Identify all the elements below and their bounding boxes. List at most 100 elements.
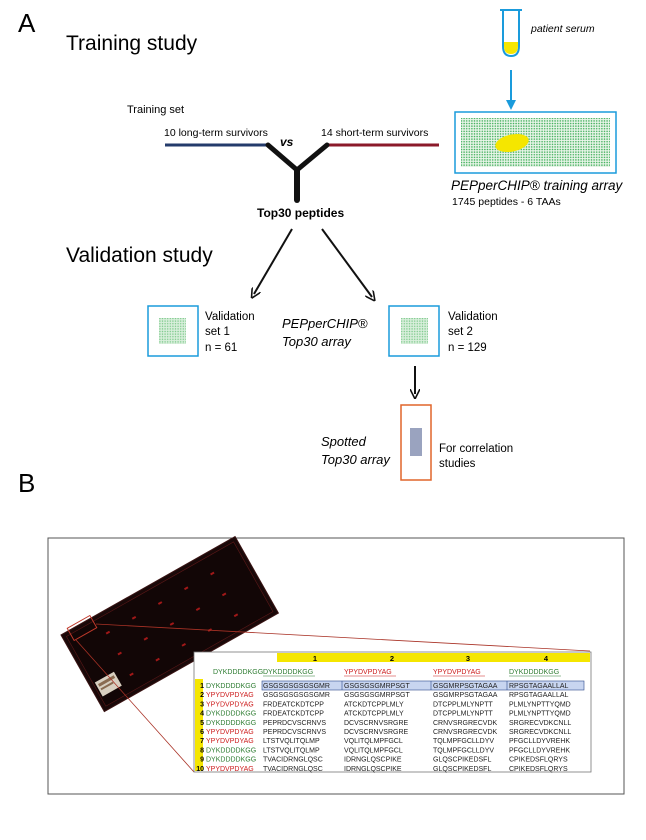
training-set-label: Training set <box>127 104 184 116</box>
panel-a-label: A <box>18 8 36 38</box>
table-row-tag: DYKDDDDKGG <box>206 747 256 754</box>
correlation-line1: For correlation <box>439 443 513 455</box>
table-cell: FRDEATCKDTCPP <box>263 701 324 708</box>
table-row-tag: YPYDVPDYAG <box>206 766 254 773</box>
table-row-tag: YPYDVPDYAG <box>206 701 254 708</box>
table-cell: SRGRECVDKCNLL <box>509 720 571 727</box>
table-cell: GSGSGSGMRPSGT <box>344 683 410 690</box>
validation-2-line1: Validation <box>448 311 498 323</box>
training-array-subtitle: 1745 peptides - 6 TAAs <box>452 196 561 208</box>
table-cell: PEPRDCVSCRNVS <box>263 729 326 736</box>
table-cell: PLMLYNPTTYQMD <box>509 701 571 708</box>
long-term-survivors: 10 long-term survivors <box>164 127 268 139</box>
vs-label: vs <box>280 135 294 149</box>
table-row-number: 7 <box>200 738 204 745</box>
table-cell: LTSTVQLITQLMP <box>263 747 320 754</box>
table-cell: TVACIDRNGLQSC <box>263 757 323 764</box>
training-array <box>454 111 617 174</box>
arrow-to-validation-1 <box>254 228 293 294</box>
table-cell: CPIKEDSFLQRYS <box>509 766 568 773</box>
panel-b-label: B <box>18 468 35 498</box>
table-row-number: 9 <box>200 757 204 764</box>
table-cell: TQLMPFGCLLDYV <box>433 738 494 745</box>
table-row-number: 2 <box>200 692 204 699</box>
zoom-region <box>66 614 98 642</box>
table-row-number: 1 <box>200 683 204 690</box>
table-cell: GLQSCPIKEDSFL <box>433 757 491 764</box>
top30-array-line1: PEPperCHIP® <box>282 316 368 331</box>
table-col-header: 3 <box>466 654 470 663</box>
table-cell: IDRNGLQSCPIKE <box>344 757 402 764</box>
table-header-tag: DYKDDDDKGG <box>263 669 313 676</box>
validation-1-line3: n = 61 <box>205 342 237 354</box>
table-cell: DCVSCRNVSRGRE <box>344 729 409 736</box>
table-row-number: 6 <box>200 729 204 736</box>
patient-serum-label: patient serum <box>530 23 595 35</box>
table-row-tag: DYKDDDDKGG <box>206 720 256 727</box>
table-cell: GLQSCPIKEDSFL <box>433 766 491 773</box>
table-cell: DTCPPLMLYNPTT <box>433 701 493 708</box>
table-row-tag: DYKDDDDKGG <box>206 683 256 690</box>
validation-1-line2: set 1 <box>205 326 230 338</box>
table-cell: DTCPPLMLYNPTT <box>433 711 493 718</box>
table-col-header: 2 <box>390 654 394 663</box>
table-cell: PEPRDCVSCRNVS <box>263 720 326 727</box>
table-row-tag: DYKDDDDKGG <box>206 757 256 764</box>
top30-peptides: Top30 peptides <box>257 206 344 220</box>
table-cell: CPIKEDSFLQRYS <box>509 757 568 764</box>
table-cell: FRDEATCKDTCPP <box>263 711 324 718</box>
table-header-tag: YPYDVPDYAG <box>344 669 392 676</box>
table-row-number: 4 <box>200 711 204 718</box>
validation-array-2 <box>388 305 440 357</box>
table-cell: SRGRECVDKCNLL <box>509 729 571 736</box>
table-cell: LTSTVQLITQLMP <box>263 738 320 745</box>
training-array-title: PEPperCHIP® training array <box>451 178 624 193</box>
spotted-line2: Top30 array <box>321 452 391 467</box>
table-cell: RPSGTAGAALLAL <box>509 683 569 690</box>
spotted-line1: Spotted <box>321 434 367 449</box>
top30-array-line2: Top30 array <box>282 334 352 349</box>
table-cell: TVACIDRNGLQSC <box>263 766 323 773</box>
validation-2-line3: n = 129 <box>448 342 487 354</box>
table-row-tag: YPYDVPDYAG <box>206 729 254 736</box>
table-col-header: 4 <box>544 654 549 663</box>
table-row-number: 5 <box>200 720 204 727</box>
validation-array-1 <box>147 305 199 357</box>
short-term-survivors: 14 short-term survivors <box>321 127 428 139</box>
correlation-line2: studies <box>439 458 476 470</box>
zoom-connector-bottom <box>75 639 195 773</box>
table-cell: CRNVSRGRECVDK <box>433 729 498 736</box>
table-cell: CRNVSRGRECVDK <box>433 720 498 727</box>
table-cell: ATCKDTCPPLMLY <box>344 701 404 708</box>
test-tube-icon <box>500 9 522 58</box>
table-cell: GSGMRPSGTAGAA <box>433 692 498 699</box>
microarray-slide-image <box>60 535 280 713</box>
zoom-connector-top <box>95 623 591 652</box>
table-cell: PFGCLLDYVREHK <box>509 738 570 745</box>
table-cell: GSGSGSGSGSGMR <box>263 683 330 690</box>
validation-2-line2: set 2 <box>448 326 473 338</box>
table-cell: GSGSGSGMRPSGT <box>344 692 410 699</box>
table-row-tag: YPYDVPDYAG <box>206 738 254 745</box>
table-cell: GSGMRPSGTAGAA <box>433 683 498 690</box>
table-row-number: 3 <box>200 701 204 708</box>
table-cell: PFGCLLDYVREHK <box>509 747 570 754</box>
table-row-number: 10 <box>196 766 204 773</box>
table-cell: DCVSCRNVSRGRE <box>344 720 409 727</box>
training-study-title: Training study <box>66 32 198 55</box>
merge-y-shape <box>265 142 330 203</box>
table-cell: GSGSGSGSGSGMR <box>263 692 330 699</box>
validation-study-title: Validation study <box>66 244 213 267</box>
table-cell: VQLITQLMPFGCL <box>344 747 403 754</box>
table-row-tag: DYKDDDDKGG <box>206 711 256 718</box>
table-cell: TQLMPFGCLLDYV <box>433 747 494 754</box>
table-header-tag: DYKDDDDKGG <box>213 669 263 676</box>
table-row-tag: YPYDVPDYAG <box>206 692 254 699</box>
table-col-header: 1 <box>313 654 317 663</box>
validation-1-line1: Validation <box>205 311 255 323</box>
table-cell: ATCKDTCPPLMLY <box>344 711 404 718</box>
table-cell: PLMLYNPTTYQMD <box>509 711 571 718</box>
table-cell: IDRNGLQSCPIKE <box>344 766 402 773</box>
